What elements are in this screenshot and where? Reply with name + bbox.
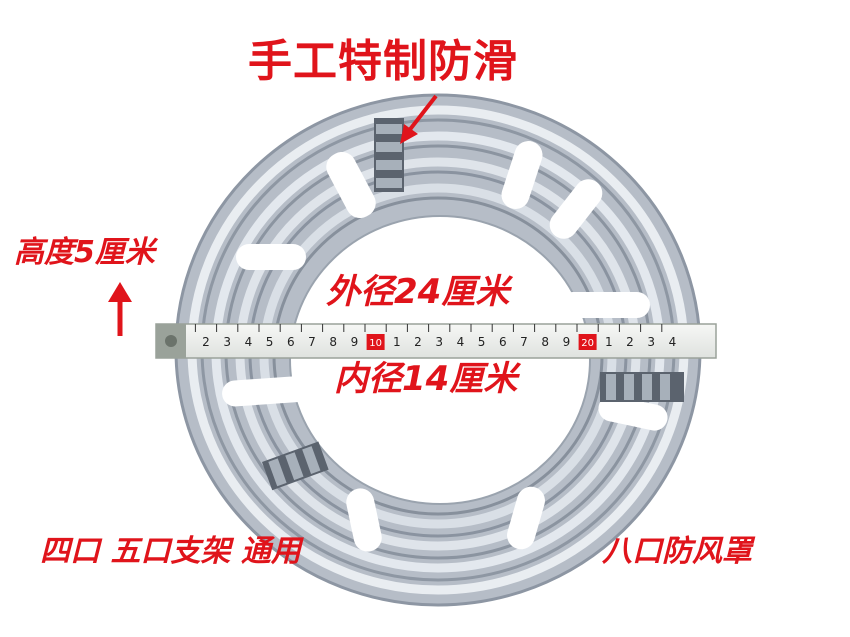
ruler-mark-background [366,334,385,350]
ruler-number: 9 [351,335,359,349]
height-caption: 高度5厘米 [14,235,155,270]
windshield-caption: 八口防风罩 [602,534,752,569]
ruler-number: 4 [245,335,253,349]
ruler-number: 7 [308,335,316,349]
title-caption: 手工特制防滑 [248,36,518,87]
ruler-number: 3 [647,335,655,349]
ruler-number: 1 [393,335,401,349]
ruler-number: 4 [669,335,677,349]
inner-diameter-caption: 内径14厘米 [334,359,518,399]
ruler-ticks [194,324,663,332]
clips [262,118,684,491]
ruler-number: 3 [435,335,443,349]
ruler-number: 2 [626,335,634,349]
outer-diameter-caption: 外径24厘米 [326,272,510,312]
ruler-mark-number: 10 [369,338,382,349]
compatibility-caption: 四口 五口支架 通用 [40,534,301,569]
vent-slots [222,141,668,552]
ruler-number: 6 [499,335,507,349]
ruler-number: 9 [563,335,571,349]
ruler-number: 2 [202,335,210,349]
ruler-number: 7 [520,335,528,349]
ruler-number: 5 [478,335,486,349]
down-arrow-icon [400,94,438,144]
ruler-number: 8 [329,335,337,349]
ruler-mark-background [578,334,597,350]
ruler-mark-number: 20 [581,338,594,349]
up-arrow-icon [108,282,132,336]
ruler-number: 3 [223,335,231,349]
ruler-number: 4 [457,335,465,349]
ruler-number: 6 [287,335,295,349]
ruler-number: 8 [541,335,549,349]
ruler-number: 5 [266,335,274,349]
ruler-number: 1 [605,335,613,349]
ruler-number: 2 [414,335,422,349]
